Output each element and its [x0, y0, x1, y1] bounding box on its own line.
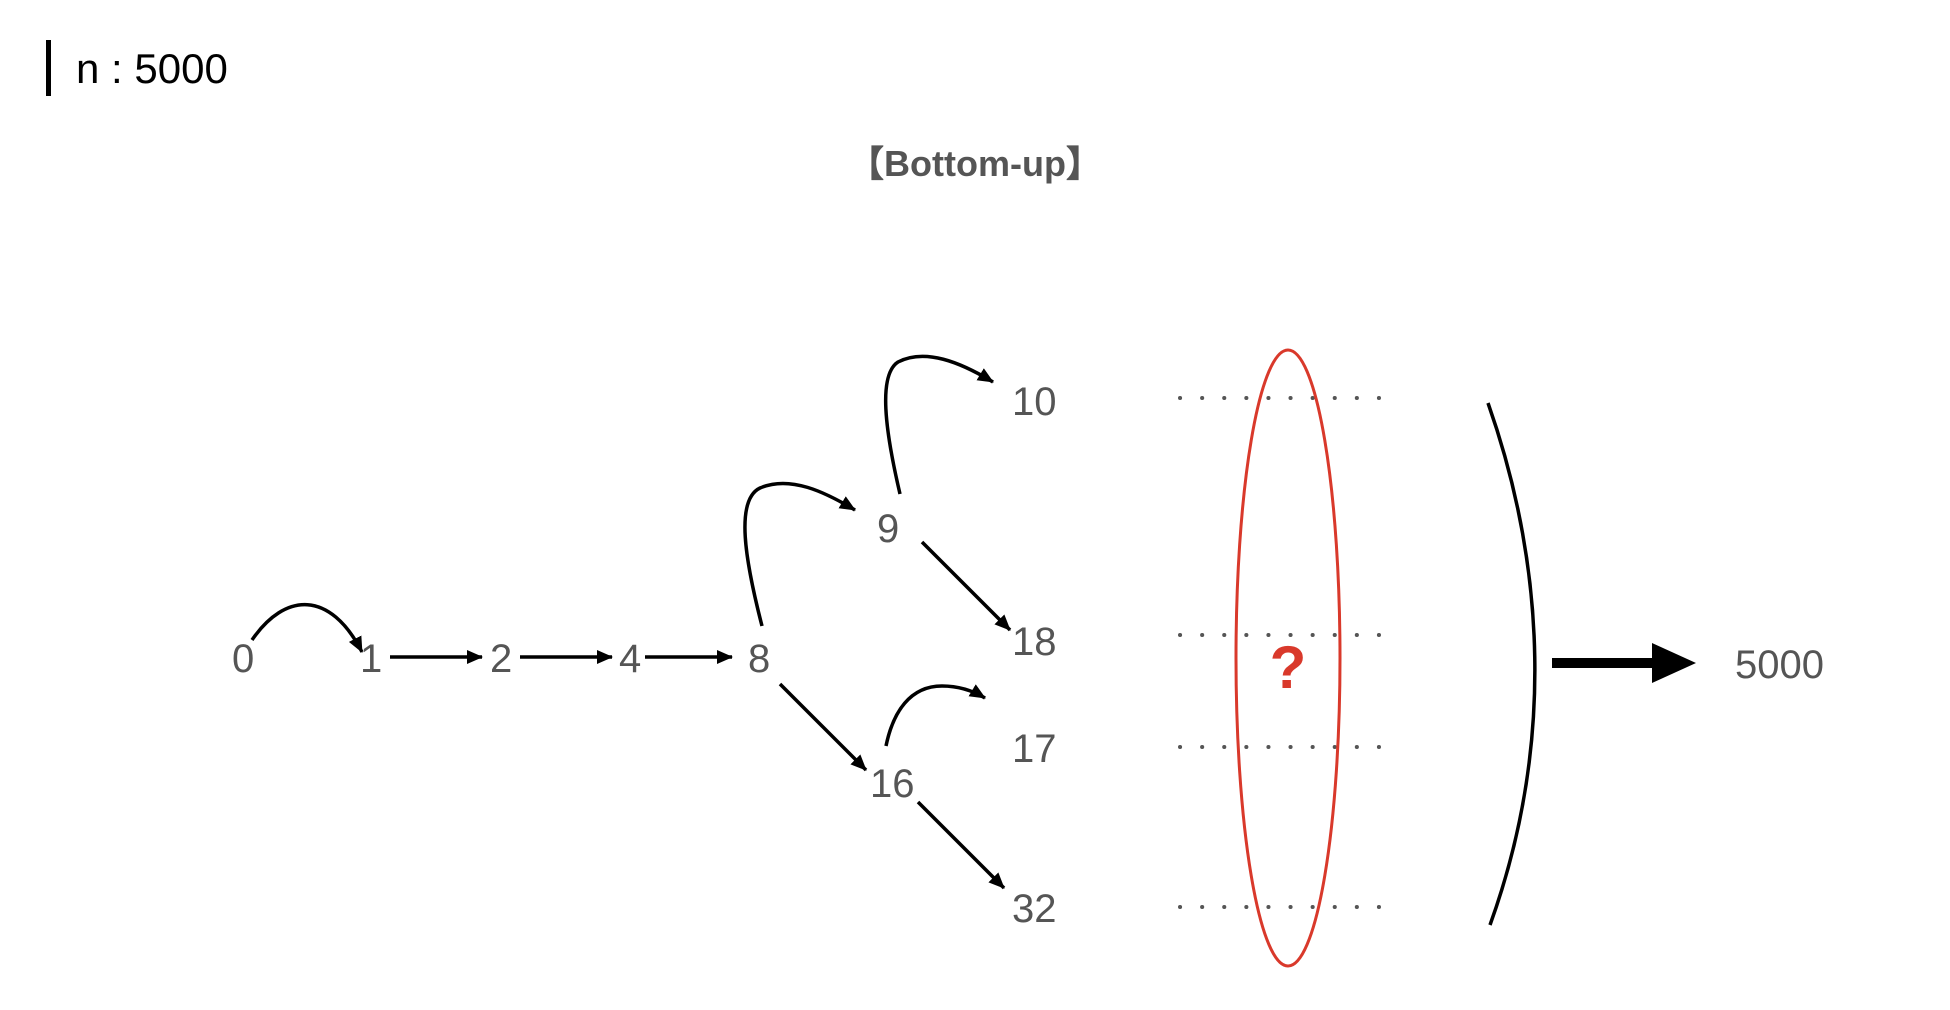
node-10: 10 — [1012, 380, 1057, 424]
node-0: 0 — [232, 637, 254, 681]
arrow-9-to-10 — [883, 354, 994, 495]
unknown-region-ellipse — [1234, 348, 1342, 968]
arrow-16-to-32 — [916, 800, 1006, 890]
node-17: 17 — [1012, 727, 1057, 771]
node-16: 16 — [870, 762, 915, 806]
arrow-16-to-17 — [884, 684, 986, 747]
header-accent-bar — [46, 40, 51, 96]
node-32: 32 — [1012, 887, 1057, 931]
diagram-title: 【Bottom-up】 — [848, 143, 1102, 184]
node-18: 18 — [1012, 620, 1057, 664]
arrow-0-to-1 — [250, 603, 364, 653]
arrow-8-to-16 — [778, 682, 868, 772]
result-value: 5000 — [1735, 643, 1824, 687]
unknown-marker: ? — [1270, 634, 1307, 701]
node-9: 9 — [877, 507, 899, 551]
node-1: 1 — [360, 637, 382, 681]
node-4: 4 — [619, 637, 641, 681]
node-2: 2 — [490, 637, 512, 681]
arrow-9-to-18 — [920, 540, 1012, 632]
header-text: n : 5000 — [76, 45, 228, 92]
closing-parenthesis — [1486, 402, 1537, 926]
node-8: 8 — [748, 637, 770, 681]
arrow-8-to-9 — [743, 481, 856, 627]
result-arrow-head — [1652, 643, 1696, 683]
